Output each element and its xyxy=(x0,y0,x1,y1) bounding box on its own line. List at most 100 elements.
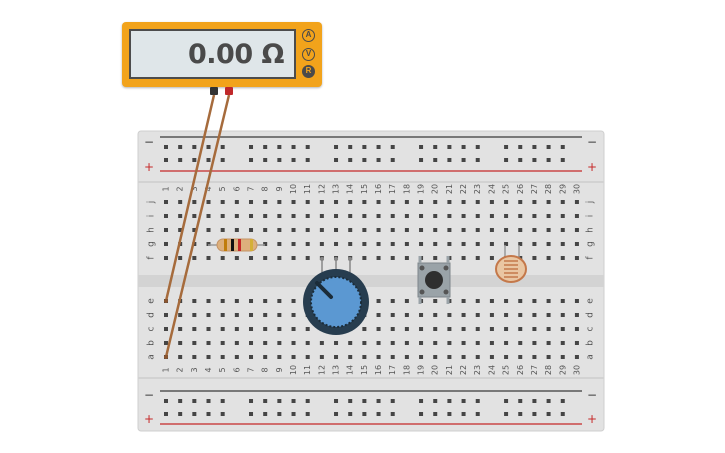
breadboard-hole[interactable] xyxy=(574,256,579,260)
breadboard-hole[interactable] xyxy=(305,242,310,246)
rail-hole[interactable] xyxy=(518,158,523,162)
breadboard-hole[interactable] xyxy=(532,256,537,260)
rail-hole[interactable] xyxy=(433,158,438,162)
breadboard-hole[interactable] xyxy=(234,341,239,345)
pushbutton-cap[interactable] xyxy=(425,271,443,289)
breadboard-hole[interactable] xyxy=(291,228,296,232)
breadboard-hole[interactable] xyxy=(291,327,296,331)
rail-hole[interactable] xyxy=(263,145,268,149)
breadboard-hole[interactable] xyxy=(518,341,523,345)
breadboard-hole[interactable] xyxy=(376,200,381,204)
breadboard-hole[interactable] xyxy=(249,355,254,359)
rail-hole[interactable] xyxy=(334,145,339,149)
breadboard-hole[interactable] xyxy=(475,341,480,345)
breadboard-hole[interactable] xyxy=(504,228,509,232)
breadboard-hole[interactable] xyxy=(220,327,225,331)
rail-hole[interactable] xyxy=(376,399,381,403)
rail-hole[interactable] xyxy=(419,158,424,162)
breadboard-hole[interactable] xyxy=(178,327,183,331)
breadboard-hole[interactable] xyxy=(574,327,579,331)
breadboard-hole[interactable] xyxy=(334,214,339,218)
rail-hole[interactable] xyxy=(348,145,353,149)
rail-hole[interactable] xyxy=(164,158,168,162)
breadboard-hole[interactable] xyxy=(206,299,211,303)
breadboard-hole[interactable] xyxy=(319,341,324,345)
breadboard-hole[interactable] xyxy=(574,313,579,317)
breadboard-hole[interactable] xyxy=(404,313,409,317)
breadboard-hole[interactable] xyxy=(277,214,282,218)
breadboard-hole[interactable] xyxy=(419,228,424,232)
breadboard-hole[interactable] xyxy=(277,313,282,317)
breadboard-hole[interactable] xyxy=(461,256,466,260)
breadboard-hole[interactable] xyxy=(362,228,367,232)
breadboard-hole[interactable] xyxy=(220,228,225,232)
breadboard-hole[interactable] xyxy=(178,256,183,260)
breadboard-hole[interactable] xyxy=(206,200,211,204)
breadboard-hole[interactable] xyxy=(164,341,168,345)
breadboard-hole[interactable] xyxy=(263,242,268,246)
breadboard-hole[interactable] xyxy=(560,313,565,317)
breadboard-hole[interactable] xyxy=(234,313,239,317)
breadboard-hole[interactable] xyxy=(447,313,452,317)
breadboard-hole[interactable] xyxy=(461,313,466,317)
rail-hole[interactable] xyxy=(220,412,225,416)
rail-hole[interactable] xyxy=(419,145,424,149)
breadboard-hole[interactable] xyxy=(447,341,452,345)
breadboard-hole[interactable] xyxy=(390,200,395,204)
rail-hole[interactable] xyxy=(475,412,480,416)
breadboard-hole[interactable] xyxy=(574,341,579,345)
breadboard-hole[interactable] xyxy=(206,228,211,232)
breadboard-hole[interactable] xyxy=(348,228,353,232)
breadboard-hole[interactable] xyxy=(433,355,438,359)
breadboard-hole[interactable] xyxy=(419,341,424,345)
rail-hole[interactable] xyxy=(362,158,367,162)
rail-hole[interactable] xyxy=(206,399,211,403)
breadboard-hole[interactable] xyxy=(234,355,239,359)
breadboard-hole[interactable] xyxy=(504,355,509,359)
breadboard-hole[interactable] xyxy=(362,341,367,345)
breadboard-hole[interactable] xyxy=(546,341,551,345)
breadboard-hole[interactable] xyxy=(249,200,254,204)
rail-hole[interactable] xyxy=(419,399,424,403)
breadboard-hole[interactable] xyxy=(206,355,211,359)
rail-hole[interactable] xyxy=(206,145,211,149)
breadboard-hole[interactable] xyxy=(447,228,452,232)
breadboard-hole[interactable] xyxy=(220,214,225,218)
voltmeter-mode-button[interactable]: V xyxy=(302,48,315,61)
breadboard-hole[interactable] xyxy=(546,355,551,359)
rail-hole[interactable] xyxy=(461,158,466,162)
breadboard-hole[interactable] xyxy=(263,341,268,345)
breadboard-hole[interactable] xyxy=(334,200,339,204)
breadboard-hole[interactable] xyxy=(546,242,551,246)
breadboard-hole[interactable] xyxy=(489,355,494,359)
breadboard-hole[interactable] xyxy=(447,214,452,218)
breadboard-hole[interactable] xyxy=(504,341,509,345)
positive-probe-terminal[interactable] xyxy=(225,87,233,95)
breadboard-hole[interactable] xyxy=(277,327,282,331)
breadboard-hole[interactable] xyxy=(348,242,353,246)
breadboard-hole[interactable] xyxy=(164,242,168,246)
breadboard-hole[interactable] xyxy=(504,327,509,331)
breadboard-hole[interactable] xyxy=(560,256,565,260)
breadboard-hole[interactable] xyxy=(419,242,424,246)
breadboard-hole[interactable] xyxy=(560,242,565,246)
breadboard-hole[interactable] xyxy=(319,242,324,246)
breadboard-hole[interactable] xyxy=(475,313,480,317)
rail-hole[interactable] xyxy=(277,412,282,416)
breadboard-hole[interactable] xyxy=(234,256,239,260)
rail-hole[interactable] xyxy=(419,412,424,416)
breadboard-hole[interactable] xyxy=(433,200,438,204)
rail-hole[interactable] xyxy=(518,145,523,149)
breadboard-hole[interactable] xyxy=(334,242,339,246)
breadboard-hole[interactable] xyxy=(249,228,254,232)
rail-hole[interactable] xyxy=(390,145,395,149)
rail-hole[interactable] xyxy=(249,145,254,149)
rail-hole[interactable] xyxy=(362,412,367,416)
breadboard-hole[interactable] xyxy=(305,355,310,359)
breadboard-hole[interactable] xyxy=(461,214,466,218)
breadboard-hole[interactable] xyxy=(532,242,537,246)
rail-hole[interactable] xyxy=(334,158,339,162)
breadboard-hole[interactable] xyxy=(560,228,565,232)
breadboard-hole[interactable] xyxy=(291,355,296,359)
